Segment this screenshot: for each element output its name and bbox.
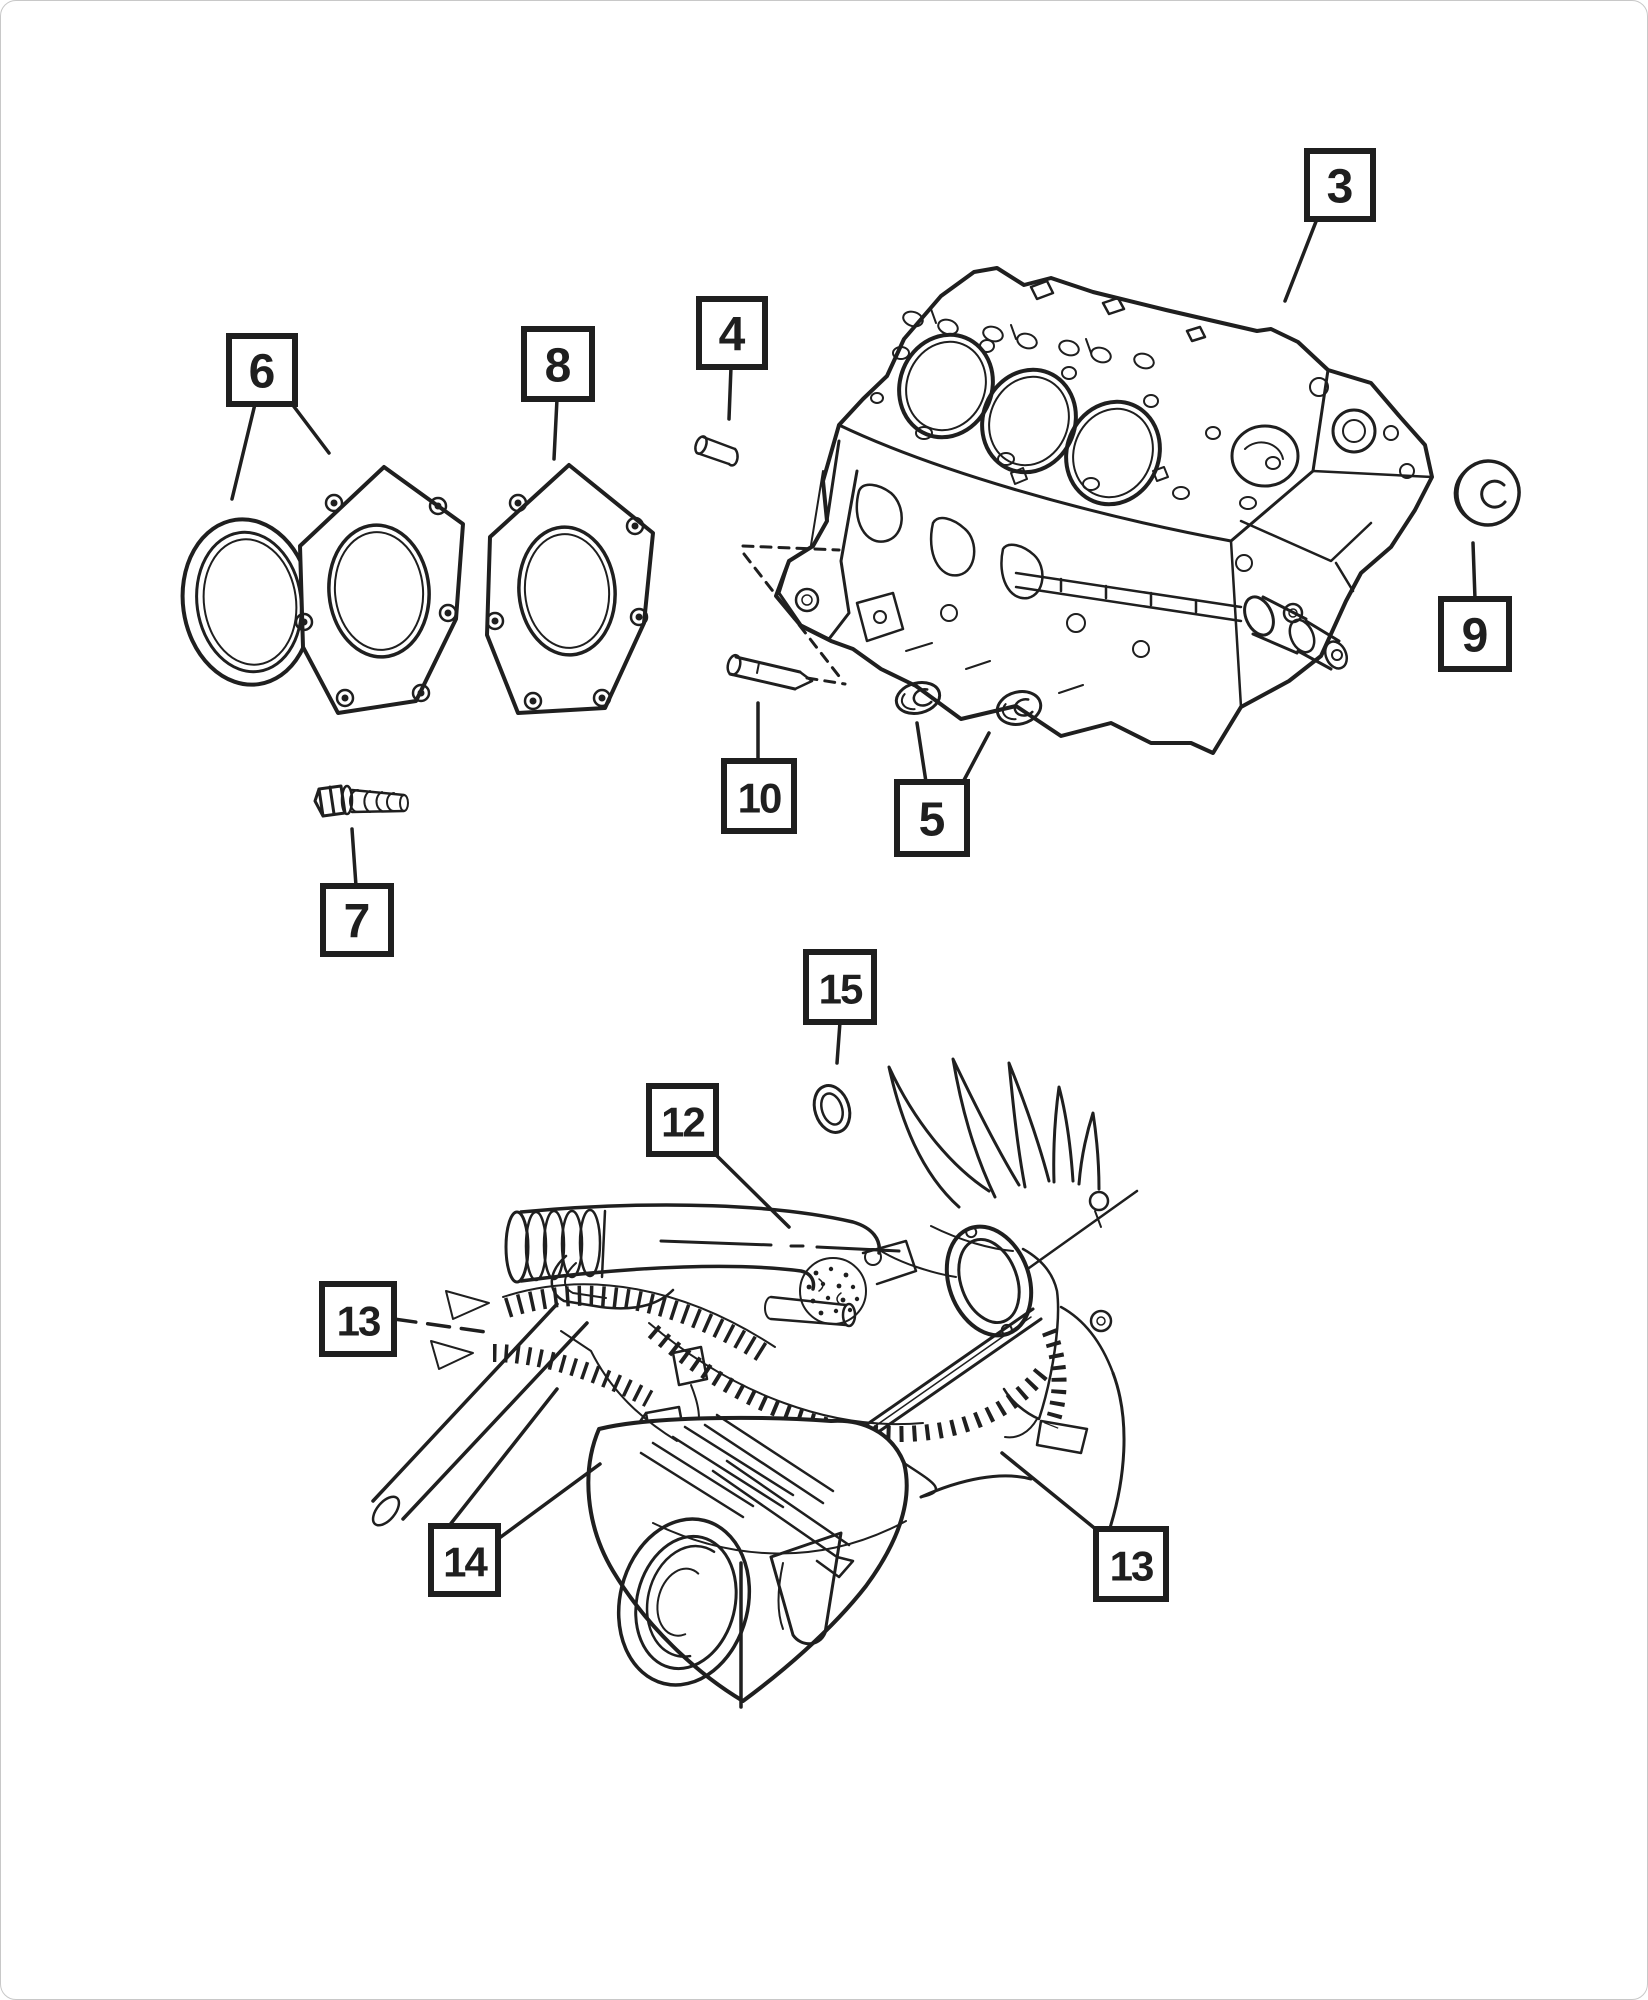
heater-tube (371, 1302, 589, 1527)
callout-box (894, 779, 970, 857)
leader-line (915, 721, 928, 784)
callout-box (320, 883, 394, 957)
leader-line (350, 827, 358, 888)
gasket-plate-8 (485, 463, 655, 715)
leader-line (712, 1151, 791, 1229)
callout-box (521, 326, 595, 402)
leader-line (290, 402, 331, 455)
engine-block-illustration (774, 266, 1434, 755)
callout-box (803, 949, 877, 1025)
leader-line (835, 1020, 842, 1065)
callout-number: 13 (1110, 1543, 1153, 1590)
water-tube-12 (504, 1203, 918, 1328)
callout-13-right[interactable]: 13 (1000, 1451, 1169, 1602)
leader-line (447, 1387, 559, 1528)
callout-13-left[interactable]: 13 (319, 1281, 488, 1357)
outlet-flange (944, 1224, 1060, 1439)
callout-4[interactable]: 4 (696, 296, 768, 421)
callout-box (646, 1083, 719, 1157)
callout-number: 3 (1327, 161, 1354, 214)
cover-ribs (639, 1413, 907, 1579)
leader-line (1000, 1451, 1100, 1533)
callout-number: 15 (819, 966, 863, 1013)
top-valley-ports (902, 279, 1207, 370)
callout-box (1093, 1526, 1169, 1602)
o-ring-15 (812, 1084, 852, 1134)
gasket-bolt-holes (485, 493, 649, 711)
tube-bracket (550, 1254, 857, 1328)
callout-12[interactable]: 12 (646, 1083, 791, 1229)
callout-layer: 3 6 8 4 9 10 5 7 15 12 13 14 13 (226, 148, 1512, 1602)
callout-14[interactable]: 14 (428, 1387, 602, 1597)
dowel-pin-4 (694, 435, 739, 467)
callout-box (319, 1281, 397, 1357)
callout-box (226, 333, 298, 407)
core-plugs-5 (894, 681, 1043, 726)
engine-right-outline (560, 1225, 1126, 1533)
callout-box (428, 1523, 501, 1597)
callout-number: 9 (1462, 610, 1489, 663)
leader-line (552, 397, 559, 461)
crankshaft-snout (1243, 595, 1349, 671)
front-bracket-arm (777, 439, 859, 641)
pointer-line (1027, 1189, 1139, 1270)
leader-line (230, 402, 257, 501)
stipple-texture (806, 1266, 860, 1316)
callout-number: 14 (443, 1539, 488, 1586)
retainer-bolt-holes (294, 493, 458, 708)
callout-8[interactable]: 8 (521, 326, 595, 461)
callout-number: 8 (545, 340, 572, 393)
leader-line (1471, 541, 1477, 601)
leader-line (1283, 217, 1319, 303)
callout-15[interactable]: 15 (803, 949, 877, 1065)
callout-box (696, 296, 768, 370)
callout-box (1304, 148, 1376, 222)
callout-6[interactable]: 6 (226, 333, 331, 501)
callout-box (721, 758, 797, 834)
leader-line (496, 1462, 602, 1541)
leader-line (727, 365, 733, 421)
callout-5[interactable]: 5 (894, 721, 991, 857)
seal-retainer-plate-6 (294, 465, 465, 715)
front-face-details (855, 483, 1243, 694)
timing-cover-illustration (586, 1413, 909, 1709)
callout-number: 5 (919, 794, 946, 847)
callout-number: 7 (344, 896, 371, 949)
dowel-pin-10 (726, 653, 814, 691)
callout-number: 12 (661, 1099, 704, 1146)
cam-plug-seal-9 (1453, 459, 1521, 527)
callout-10[interactable]: 10 (721, 701, 797, 834)
callout-3[interactable]: 3 (1283, 148, 1376, 303)
leader-line (961, 731, 991, 784)
dipstick-strut (864, 1307, 1043, 1437)
rear-face-details (1230, 377, 1415, 624)
retainer-bolt-7 (313, 784, 409, 818)
callout-9[interactable]: 9 (1438, 541, 1512, 672)
callout-box (1438, 596, 1512, 672)
callout-number: 4 (719, 309, 746, 362)
exhaust-claw-fingers (887, 1057, 1110, 1228)
callout-7[interactable]: 7 (320, 827, 394, 957)
leader-line (392, 1317, 488, 1334)
callout-number: 6 (249, 346, 276, 399)
callout-number: 10 (738, 775, 781, 822)
crank-seal-ring-6 (180, 517, 314, 687)
deck-bolt-holes (870, 339, 1281, 510)
callout-number: 13 (337, 1298, 380, 1345)
alignment-dashed-lines (741, 544, 847, 686)
